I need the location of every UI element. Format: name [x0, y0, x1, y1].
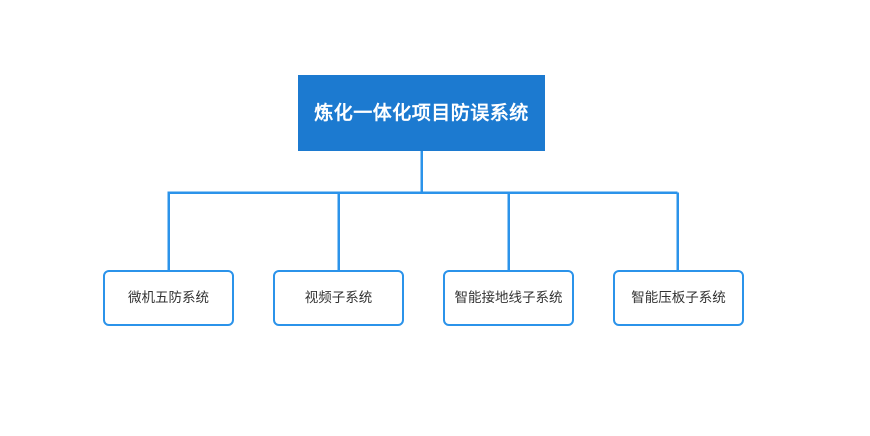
child-node-3-label: 智能接地线子系统 [454, 290, 563, 306]
child-node-1-label: 微机五防系统 [128, 290, 209, 306]
child-node-2[interactable]: 视频子系统 [273, 270, 404, 326]
child-node-3[interactable]: 智能接地线子系统 [443, 270, 574, 326]
root-node[interactable]: 炼化一体化项目防误系统 [298, 75, 545, 151]
child-node-2-label: 视频子系统 [304, 290, 373, 306]
child-node-4[interactable]: 智能压板子系统 [613, 270, 744, 326]
child-node-4-label: 智能压板子系统 [631, 290, 726, 306]
root-node-label: 炼化一体化项目防误系统 [314, 102, 529, 124]
child-node-1[interactable]: 微机五防系统 [103, 270, 234, 326]
